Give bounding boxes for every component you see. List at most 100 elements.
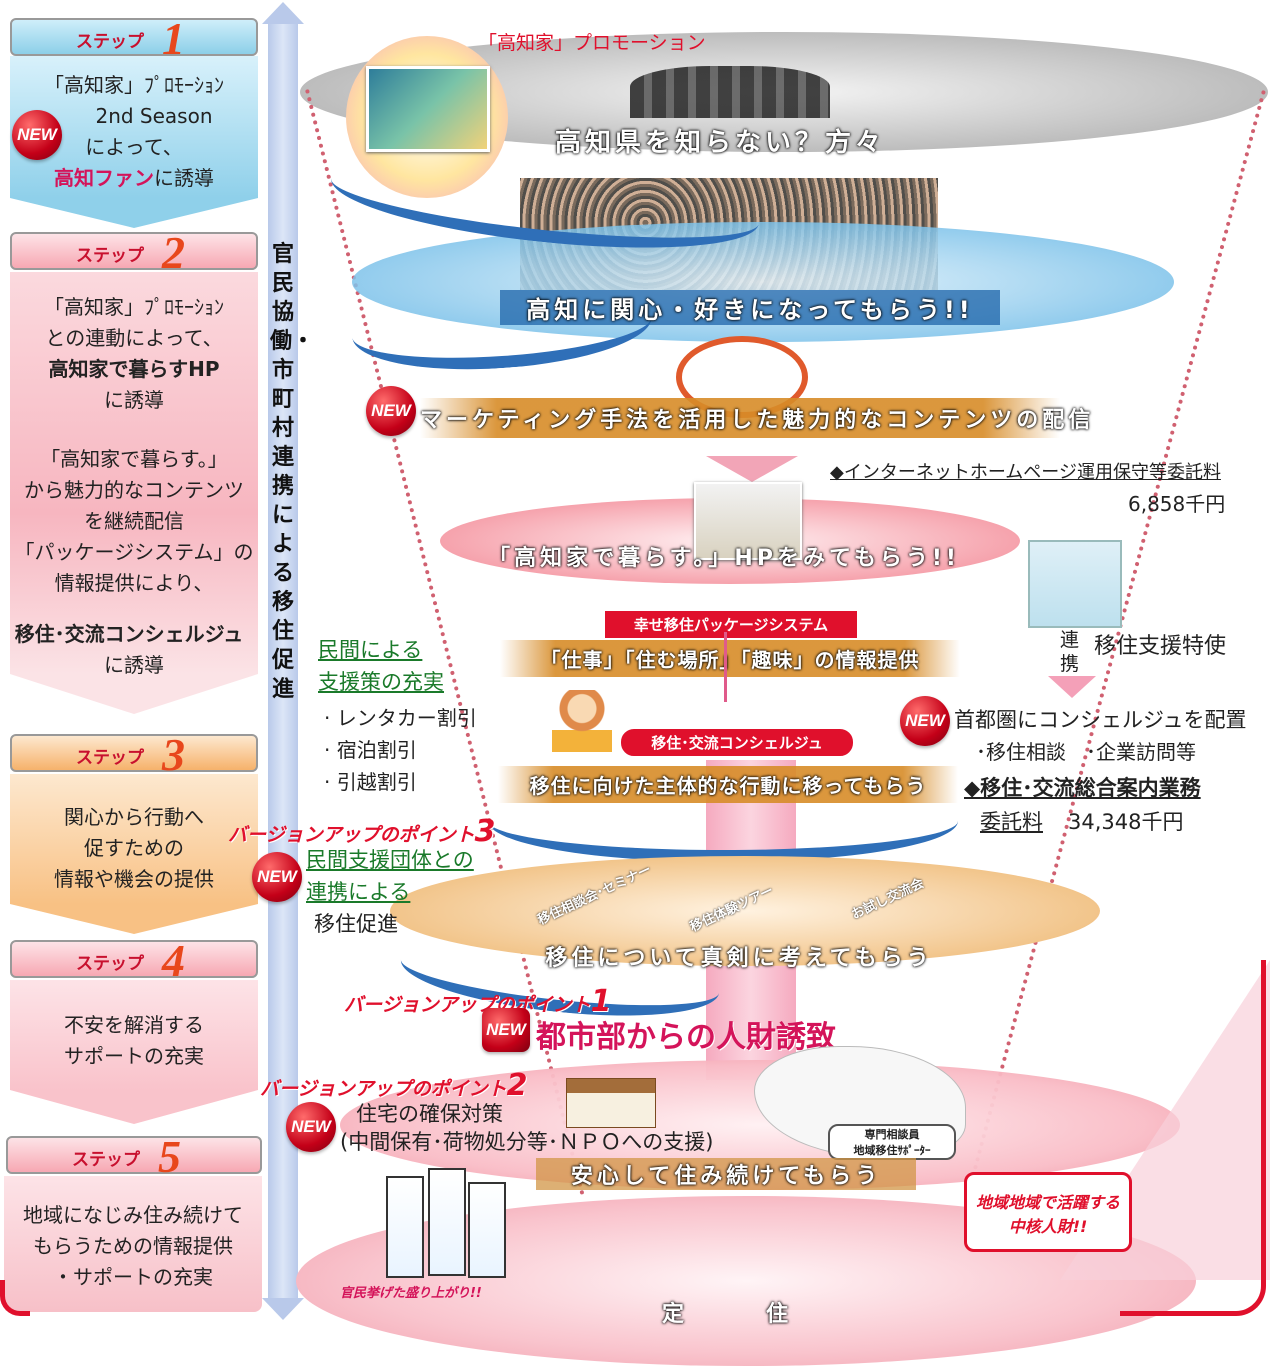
step3-body: 関心から行動へ 促すための 情報や機会の提供 — [10, 774, 258, 904]
private-support-title1: 民間による — [318, 638, 423, 662]
version-up-3-line3: 移住促進 — [314, 912, 398, 936]
band-info-provision: 「仕事」「住む場所」「趣味」の情報提供 — [500, 640, 960, 677]
step5-header: ステップ 5 — [6, 1131, 262, 1182]
banner-2 — [428, 1168, 466, 1276]
version-up-3-text: バージョンアップのポイント — [228, 824, 475, 846]
version-up-2-number: 2 — [506, 1068, 528, 1103]
step3-header: ステップ 3 — [10, 729, 258, 780]
private-support-item1: · レンタカー割引 — [324, 706, 477, 730]
step2-number: 2 — [162, 227, 185, 278]
crowd-silhouette — [630, 66, 830, 118]
step5-line2: もらうための情報提供 — [33, 1234, 233, 1258]
private-support-item3: · 引越割引 — [324, 770, 417, 794]
band-unknown-people: 高知県を知らない？方々 — [554, 128, 885, 158]
private-support-item2: · 宿泊割引 — [324, 738, 417, 762]
step3-number: 3 — [162, 729, 185, 780]
step1-label: ステップ — [76, 32, 144, 52]
step5-line1: 地域になじみ住み続けて — [23, 1203, 243, 1227]
step3-arrow — [10, 904, 258, 934]
step2-extra2: から魅力的なコンテンツ — [24, 478, 244, 502]
step2-highlight: 高知家で暮らすHP — [48, 357, 220, 381]
renkei-label: 連携 — [1060, 629, 1080, 675]
step4-line1: 不安を解消する — [64, 1013, 204, 1037]
bar-arrow-down-icon — [262, 1298, 304, 1320]
version-up-2-text: バージョンアップのポイント — [260, 1078, 507, 1100]
version-up-3-number: 3 — [474, 814, 496, 849]
hp-screenshot — [694, 482, 802, 560]
core-person-box: 地域地域で活躍する 中核人財!! — [964, 1172, 1132, 1252]
step1-arrow — [10, 198, 258, 228]
step2-extra-bold: 移住･交流コンシェルジュ — [14, 622, 244, 646]
package-system-tag: 幸せ移住パッケージシステム — [604, 610, 858, 639]
blue-swoosh-action — [488, 780, 958, 862]
promo-poster — [366, 66, 490, 152]
banner-1 — [386, 1176, 424, 1278]
step2-header: ステップ 2 — [10, 227, 258, 278]
step1-number: 1 — [162, 13, 185, 64]
version-up-3-label: バージョンアップのポイント3 — [228, 814, 496, 849]
cooperation-bar-text: 官民協働・市町村連携による移住促進 — [270, 242, 315, 702]
private-support-title2: 支援策の充実 — [318, 670, 444, 694]
step2-extra5: 情報提供により、 — [54, 571, 214, 595]
step4-label: ステップ — [76, 954, 144, 974]
step1-new-badge: NEW — [12, 110, 62, 160]
version-up-3-line2: 連携による — [306, 880, 411, 904]
band-settle: 定 住 — [661, 1302, 818, 1327]
version-up-1-text: バージョンアップのポイント — [344, 994, 591, 1016]
step4-line2: サポートの充実 — [64, 1044, 204, 1068]
step1-line1: 「高知家」ﾌﾟﾛﾓｰｼｮﾝ — [44, 73, 224, 97]
bar-arrow-up-icon — [262, 2, 304, 24]
hp-fee-label: ◆インターネットホームページ運用保守等委託料 — [830, 462, 1221, 483]
step4-body: 不安を解消する サポートの充実 — [10, 980, 258, 1090]
version-up-2-line1: 住宅の確保対策 — [356, 1102, 503, 1126]
version-up-1-title: 都市部からの人財誘致 — [536, 1020, 836, 1055]
step1-line2: 2nd Season — [95, 104, 213, 128]
step2-tail: に誘導 — [104, 388, 164, 412]
step5-line3: ・サポートの充実 — [53, 1265, 213, 1289]
step1-header: ステップ 1 — [10, 13, 258, 64]
version-up-2-new-badge: NEW — [286, 1102, 336, 1152]
step2-extra3: を継続配信 — [84, 509, 184, 533]
concierge-place: 首都圏にコンシェルジュを配置 — [954, 708, 1247, 732]
cooperation-bar — [268, 22, 298, 1302]
version-up-3-line1: 民間支援団体との — [306, 848, 474, 872]
step3-label: ステップ — [76, 748, 144, 768]
promo-title: 「高知家」プロモーション — [478, 32, 706, 54]
general-fee-label2: 委託料 — [980, 810, 1043, 834]
concierge-tag: 移住･交流コンシェルジュ — [620, 728, 854, 757]
step4-arrow — [10, 1090, 258, 1124]
band-think-seriously: 移住について真剣に考えてもらう — [545, 946, 933, 971]
step2-line1: 「高知家」ﾌﾟﾛﾓｰｼｮﾝ — [44, 295, 224, 319]
envoy-label: 移住支援特使 — [1094, 634, 1227, 659]
renkei-arrow — [1048, 676, 1096, 698]
house-icon — [566, 1078, 656, 1128]
outer-frame — [1120, 960, 1266, 1316]
outer-frame-left — [0, 1280, 30, 1316]
orange-ellipse-events — [390, 856, 1100, 966]
version-up-1-number: 1 — [590, 984, 612, 1019]
funnel-down-arrow-1 — [706, 456, 798, 482]
marketing-new-badge: NEW — [366, 386, 416, 436]
step5-number: 5 — [158, 1131, 181, 1182]
step2-body: 「高知家」ﾌﾟﾛﾓｰｼｮﾝ との連動によって、 高知家で暮らすHP に誘導 「高… — [10, 272, 258, 677]
step1-line4: 高知ファンに誘導 — [10, 163, 258, 194]
band-become-interested: 高知に関心・好きになってもらう!! — [500, 290, 1000, 325]
banner-caption: 官民挙げた盛り上がり!! — [340, 1286, 482, 1301]
general-fee-label: ◆移住･交流総合案内業務 — [964, 776, 1201, 800]
step4-header: ステップ 4 — [10, 935, 258, 986]
step2-extra-tail: に誘導 — [104, 653, 164, 677]
step2-extra1: 「高知家で暮らす。」 — [40, 447, 228, 471]
private-support-item1-text: レンタカー割引 — [336, 706, 477, 730]
package-arrow — [724, 632, 727, 702]
version-up-2-line2: (中間保有･荷物処分等･ＮＰＯへの支援) — [340, 1130, 714, 1154]
version-up-1-label: バージョンアップのポイント1 — [344, 984, 612, 1019]
step3-line1: 関心から行動へ — [64, 805, 204, 829]
step1-highlight: 高知ファン — [54, 166, 154, 190]
step2-extra4: 「パッケージシステム」の — [14, 540, 254, 564]
step4-number: 4 — [162, 935, 185, 986]
band-marketing-content: マーケティング手法を活用した魅力的なコンテンツの配信 — [420, 398, 1090, 438]
version-up-3-new-badge: NEW — [252, 852, 302, 902]
step1-tail: に誘導 — [154, 166, 214, 190]
version-up-1-new-badge: NEW — [482, 1008, 530, 1052]
step2-label: ステップ — [76, 246, 144, 266]
